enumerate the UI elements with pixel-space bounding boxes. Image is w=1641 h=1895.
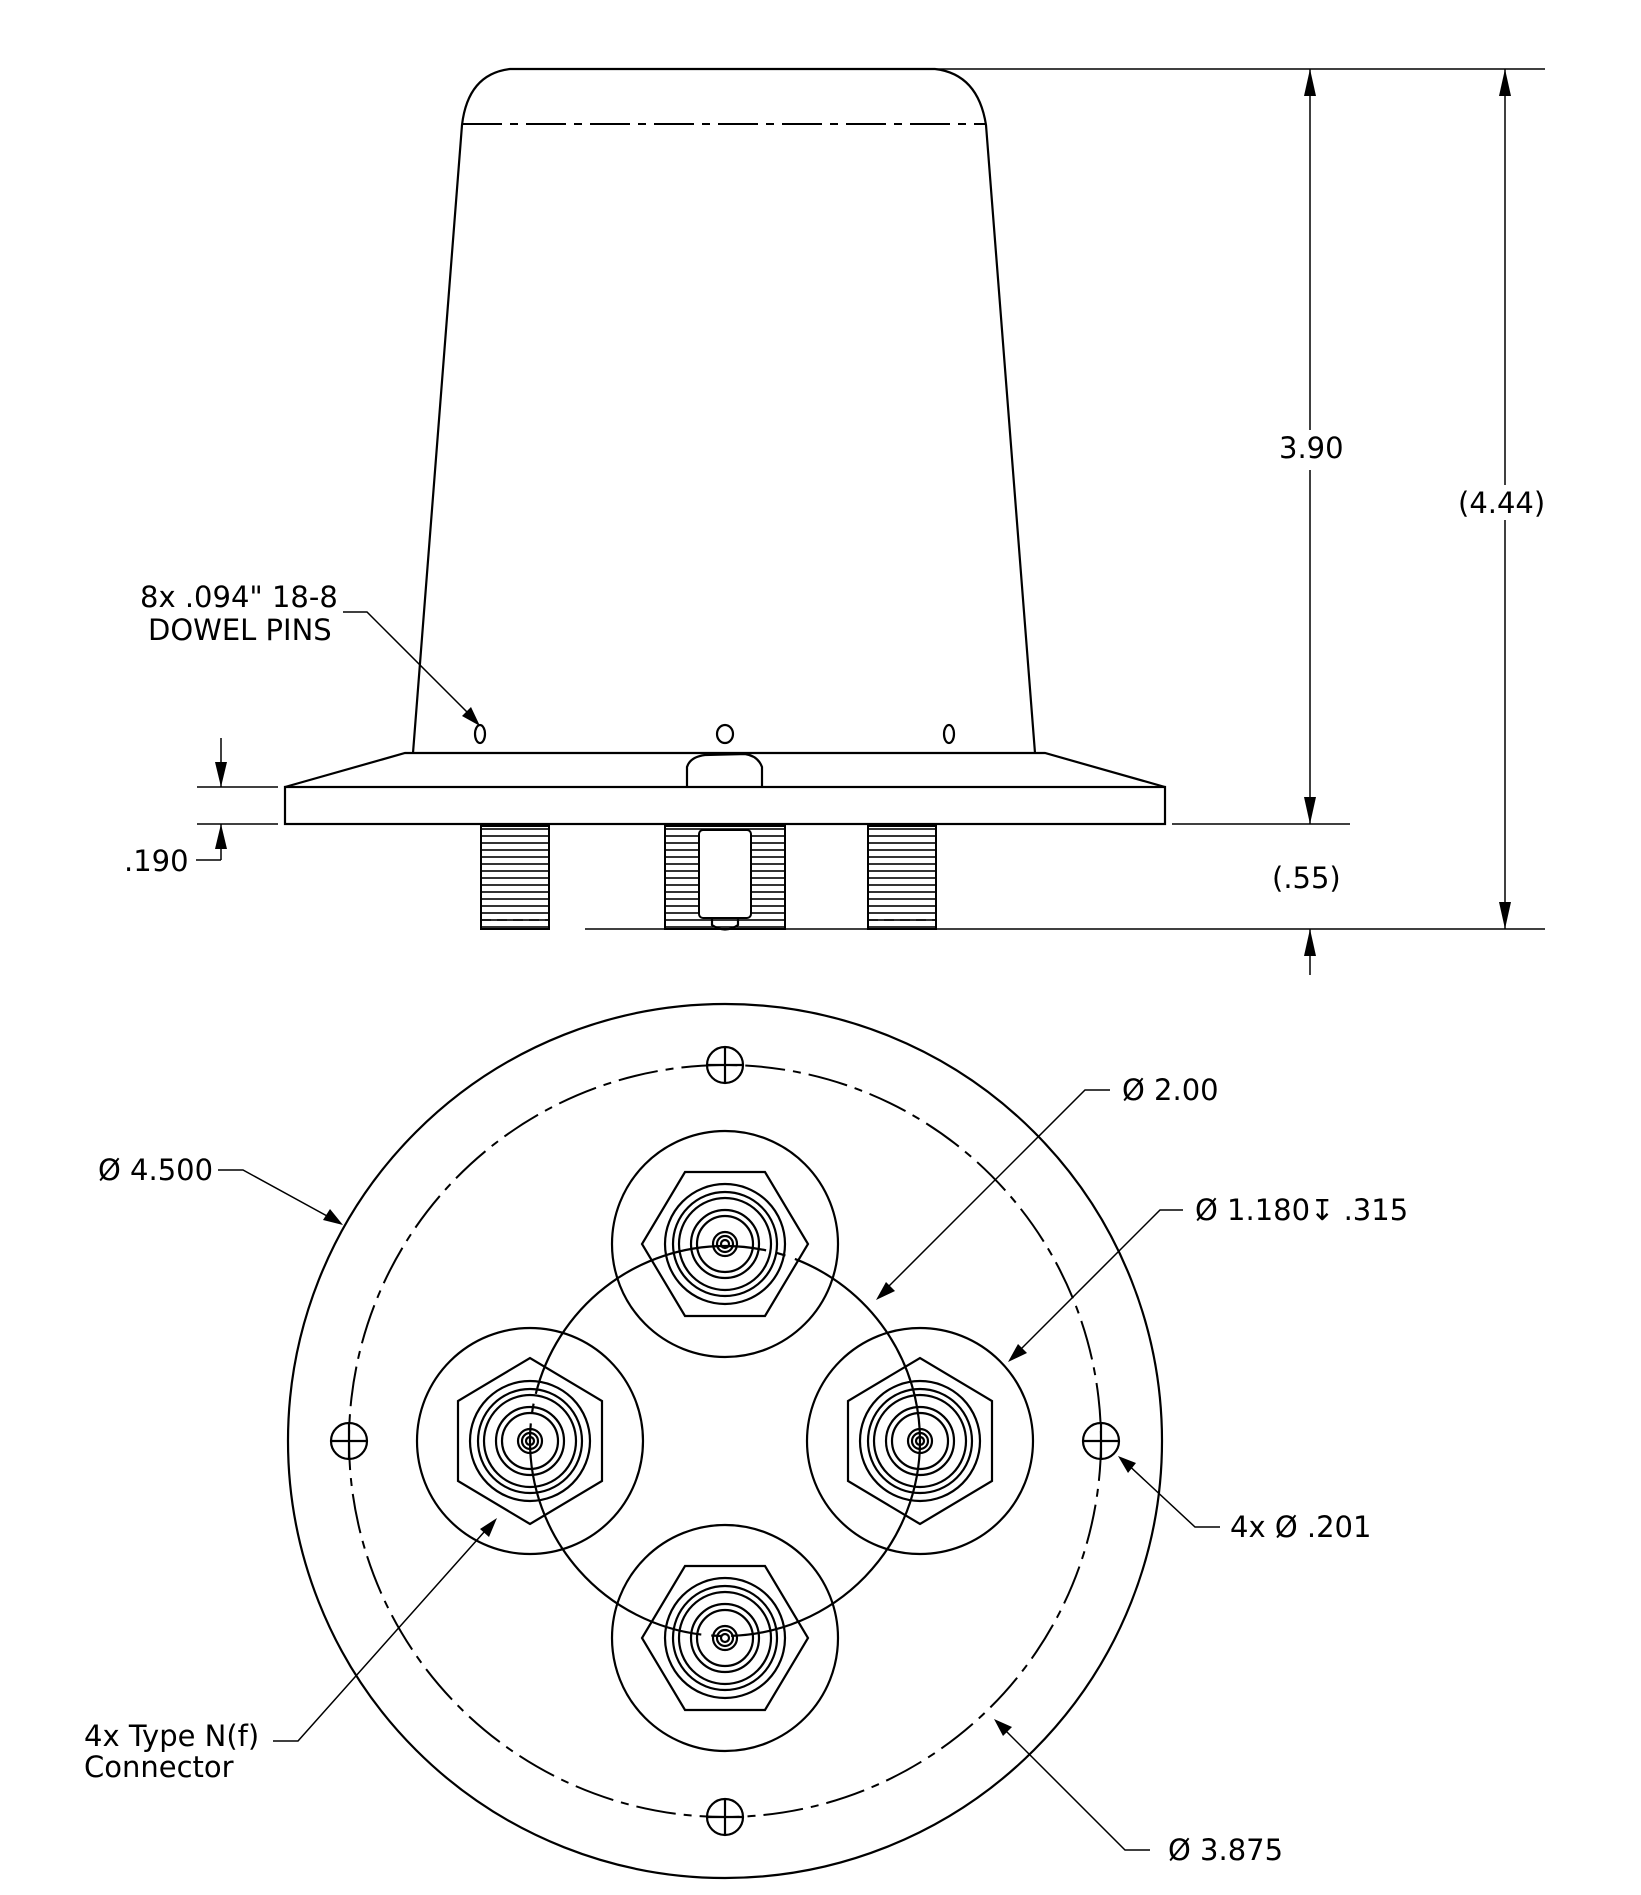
mount-hole-right [1081, 1421, 1121, 1461]
dim-label-mount-holes: 4x Ø .201 [1230, 1510, 1371, 1544]
mount-hole-left [329, 1421, 369, 1461]
leader-dia-4-500 [218, 1169, 343, 1225]
leader-dia-1-180 [1008, 1209, 1183, 1362]
connector-thread-right [867, 825, 937, 930]
dim-label-3-90: 3.90 [1279, 431, 1344, 465]
connector-note-line2: Connector [84, 1750, 234, 1784]
side-view: 3.90 (4.44) (.55) .190 8x .094" 18-8 [124, 67, 1545, 975]
mount-bolt-circle [348, 1064, 1102, 1818]
dowel-pin-left [473, 723, 487, 745]
dim-label-4-44: (4.44) [1458, 486, 1545, 520]
dim-label-dia-3-875: Ø 3.875 [1168, 1833, 1283, 1867]
mount-hole-bottom [705, 1797, 745, 1837]
dim-label-dia-4-500: Ø 4.500 [98, 1153, 213, 1187]
connector-bottom [610, 1523, 840, 1753]
dimension-4-44 [1499, 69, 1511, 929]
leader-mount-holes [1118, 1456, 1220, 1528]
dowel-pin-note-line1: 8x .094" 18-8 [140, 580, 338, 614]
connector-note-line1: 4x Type N(f) [84, 1719, 259, 1753]
dowel-note-leader [343, 611, 480, 726]
connector-thread-left [480, 825, 550, 930]
dim-label-0-190: .190 [124, 844, 189, 878]
leader-connector-note [273, 1518, 497, 1742]
mount-hole-top [705, 1045, 745, 1085]
connector-thread-center [664, 825, 786, 931]
dowel-pin-note-line2: DOWEL PINS [148, 613, 332, 647]
radome-body-outline [411, 67, 1037, 754]
flange-plate [283, 785, 1167, 826]
dim-label-0-55: (.55) [1272, 861, 1341, 895]
center-key-tab [685, 752, 764, 787]
outer-flange-circle [286, 1002, 1164, 1880]
connector-right [805, 1326, 1035, 1556]
dim-label-dia-2-00: Ø 2.00 [1122, 1073, 1219, 1107]
flange-top-bevel [284, 751, 1166, 789]
connector-left [415, 1326, 645, 1556]
connector-bolt-circle [528, 1244, 922, 1638]
dim-label-dia-1-180: Ø 1.180↧ .315 [1195, 1193, 1408, 1227]
dowel-pin-center [715, 723, 735, 745]
connector-top [610, 1129, 840, 1359]
leader-dia-2-00 [876, 1089, 1110, 1300]
bottom-view: Ø 2.00 Ø 1.180↧ .315 Ø 4.500 4x Ø .201 Ø… [84, 1002, 1408, 1880]
leader-dia-3-875 [994, 1719, 1150, 1851]
dimension-0-190 [196, 738, 278, 861]
dimension-3-90 [1304, 69, 1316, 824]
dowel-pin-right [942, 723, 956, 745]
dimension-0-55 [1304, 929, 1316, 975]
